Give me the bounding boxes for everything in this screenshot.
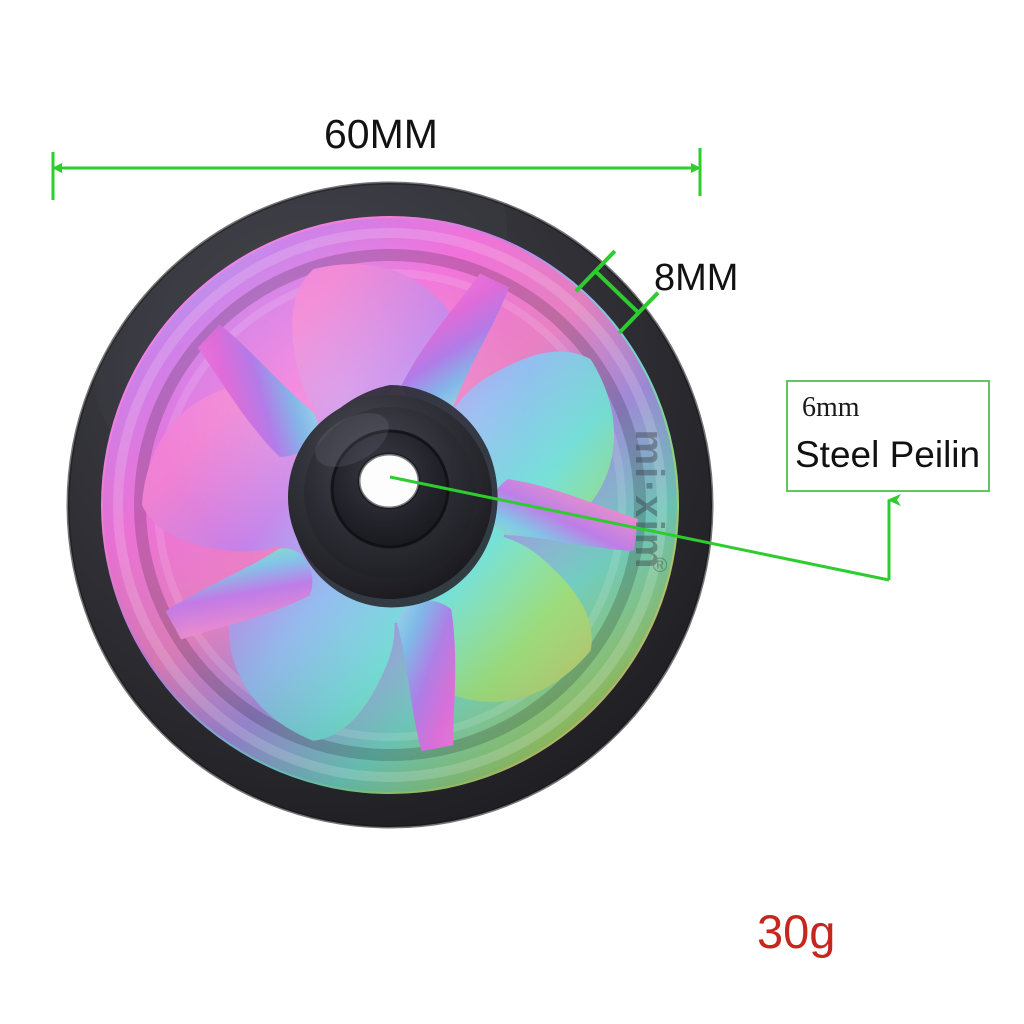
bearing-size-label: 6mm: [802, 392, 860, 423]
tire-width-label: 8MM: [654, 257, 739, 299]
bearing-callout-box: [786, 380, 990, 492]
registered-trademark-icon: ®: [653, 555, 668, 577]
brand-mark: mi·xim ®: [627, 430, 671, 577]
bearing-leader-line: [389, 475, 901, 582]
bearing-type-label: Steel Peilin: [795, 434, 981, 475]
wheel-spokes: [165, 273, 638, 752]
weight-label: 30g: [757, 905, 836, 958]
diameter-label: 60MM: [324, 111, 438, 157]
brand-text: mi·xim: [627, 430, 671, 571]
wheel-hub: [288, 385, 498, 608]
diameter-dimension-line: [51, 148, 702, 200]
tire-width-bracket: [574, 249, 660, 335]
